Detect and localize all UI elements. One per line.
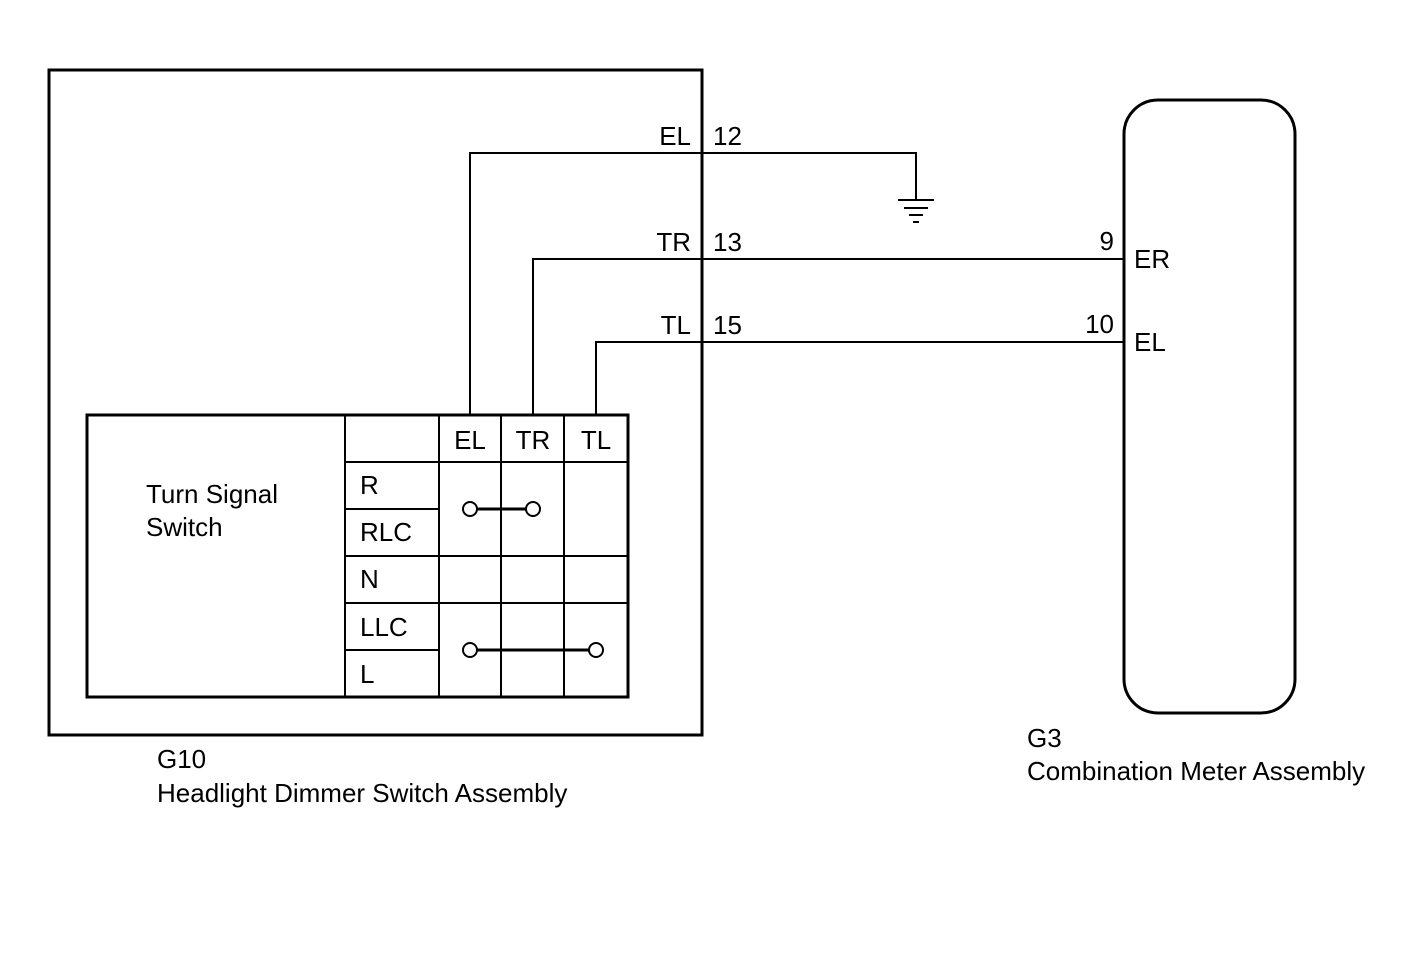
wire-el-to-ground xyxy=(702,152,917,200)
g3-pin-number-10: 10 xyxy=(1085,309,1114,339)
continuity-r-rlc xyxy=(462,501,541,517)
ground-icon xyxy=(898,199,934,223)
continuity-llc-l xyxy=(462,642,604,658)
wire-tr-internal xyxy=(532,258,702,415)
switch-title-line1: Turn Signal xyxy=(146,479,278,509)
g3-name: Combination Meter Assembly xyxy=(1027,756,1365,786)
g10-name: Headlight Dimmer Switch Assembly xyxy=(157,778,567,808)
g3-meter-box xyxy=(1122,98,1297,715)
switch-position-l: L xyxy=(360,659,374,689)
switch-position-n: N xyxy=(360,564,379,594)
switch-column-tr: TR xyxy=(516,425,551,455)
switch-column-tl: TL xyxy=(581,425,611,455)
g3-pin-number-9: 9 xyxy=(1100,226,1114,256)
g10-pin-signal-tl: TL xyxy=(661,310,691,340)
g10-assembly-box xyxy=(47,68,704,737)
wire-tl-internal xyxy=(595,341,702,415)
g10-pin-number-15: 15 xyxy=(713,310,742,340)
wire-el-internal xyxy=(469,152,702,415)
switch-position-r: R xyxy=(360,470,379,500)
g10-pin-signal-el: EL xyxy=(659,121,691,151)
g10-pin-number-12: 12 xyxy=(713,121,742,151)
switch-position-llc: LLC xyxy=(360,612,408,642)
switch-column-el: EL xyxy=(454,425,486,455)
g10-code: G10 xyxy=(157,744,206,774)
switch-position-rlc: RLC xyxy=(360,517,412,547)
switch-title-line2: Switch xyxy=(146,512,223,542)
g3-pin-signal-er: ER xyxy=(1134,244,1170,274)
g3-pin-signal-el: EL xyxy=(1134,327,1166,357)
g10-pin-signal-tr: TR xyxy=(656,227,691,257)
switch-table-grid xyxy=(344,415,628,697)
g10-pin-number-13: 13 xyxy=(713,227,742,257)
g3-code: G3 xyxy=(1027,723,1062,753)
